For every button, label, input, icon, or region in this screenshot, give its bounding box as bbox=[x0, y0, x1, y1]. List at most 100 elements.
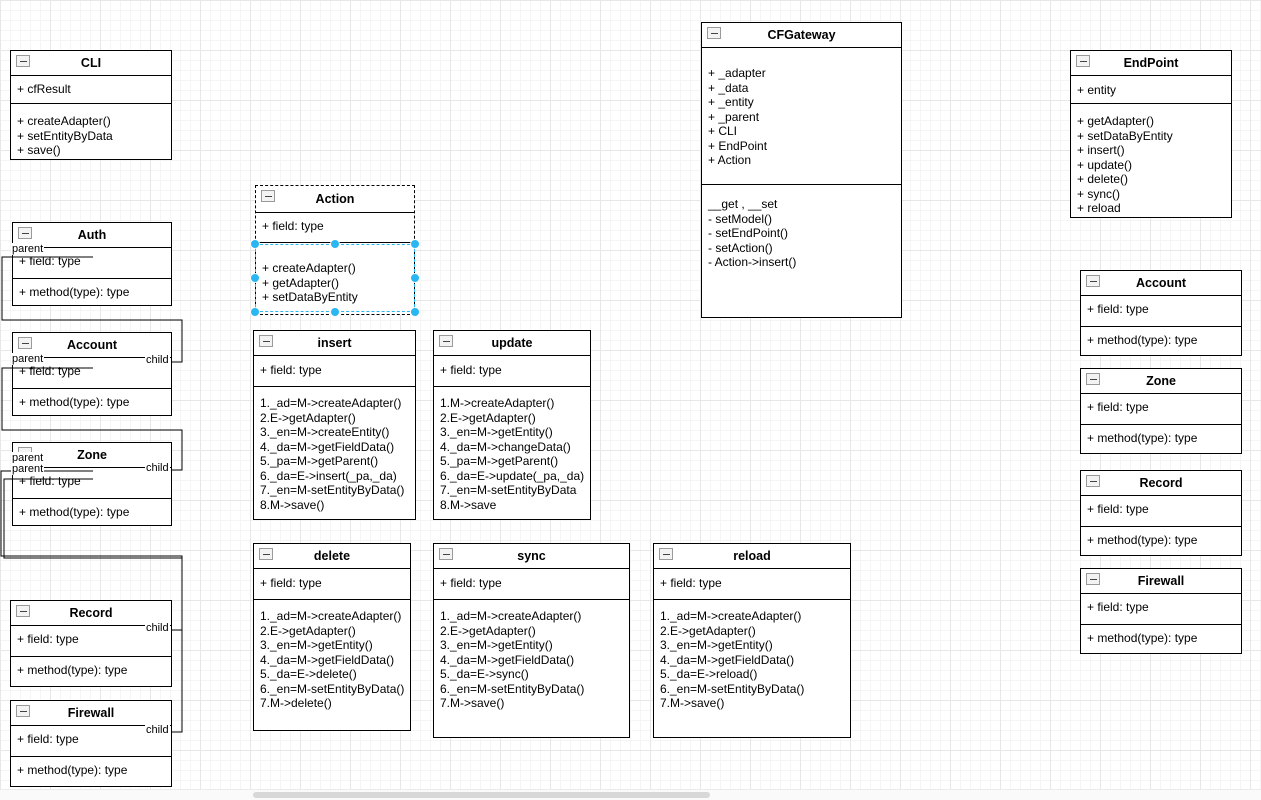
uml-member[interactable]: 6._da=E->update(_pa,_da) bbox=[440, 468, 585, 483]
uml-member[interactable]: + field: type bbox=[1087, 600, 1149, 614]
uml-class-header[interactable]: reload bbox=[654, 544, 850, 568]
uml-member[interactable]: 5._da=E->reload() bbox=[660, 667, 758, 681]
uml-methods-compartment[interactable]: + method(type): type bbox=[1081, 326, 1241, 355]
uml-member[interactable]: + method(type): type bbox=[19, 505, 130, 519]
uml-member[interactable]: + _adapter bbox=[708, 66, 766, 80]
uml-member[interactable]: 8.M->save() bbox=[260, 497, 325, 512]
uml-class-header[interactable]: EndPoint bbox=[1071, 51, 1231, 75]
selection-handle[interactable] bbox=[250, 239, 260, 249]
uml-class-header[interactable]: CLI bbox=[11, 51, 171, 75]
uml-member[interactable]: + update() bbox=[1077, 157, 1133, 172]
selection-handle[interactable] bbox=[330, 239, 340, 249]
uml-class-header[interactable]: delete bbox=[254, 544, 410, 568]
uml-member[interactable]: + method(type): type bbox=[17, 763, 128, 777]
collapse-minus-icon[interactable] bbox=[1086, 373, 1100, 385]
uml-member[interactable]: 1._ad=M->createAdapter() bbox=[660, 609, 802, 623]
uml-fields-compartment[interactable]: + _adapter+ _data+ _entity+ _parent+ CLI… bbox=[702, 47, 901, 184]
uml-member[interactable]: 6._da=E->insert(_pa,_da) bbox=[260, 468, 397, 483]
uml-fields-compartment[interactable]: + field: type bbox=[254, 568, 410, 599]
uml-member[interactable]: + createAdapter() bbox=[17, 114, 111, 128]
class-action[interactable]: Action + field: type + createAdapter()+ … bbox=[255, 185, 415, 315]
uml-fields-compartment[interactable]: + field: type bbox=[1081, 393, 1241, 424]
uml-methods-compartment[interactable]: 1._ad=M->createAdapter()2.E->getAdapter(… bbox=[254, 386, 415, 519]
selection-handle[interactable] bbox=[410, 273, 420, 283]
uml-methods-compartment[interactable]: 1.M->createAdapter()2.E->getAdapter()3._… bbox=[434, 386, 590, 519]
uml-class-header[interactable]: Zone bbox=[1081, 369, 1241, 393]
edge-label-parent[interactable]: parent bbox=[11, 243, 45, 255]
uml-member[interactable]: 1._ad=M->createAdapter() bbox=[260, 609, 402, 623]
collapse-minus-icon[interactable] bbox=[16, 605, 30, 617]
uml-methods-compartment[interactable]: + method(type): type bbox=[13, 498, 171, 525]
collapse-minus-icon[interactable] bbox=[1086, 573, 1100, 585]
uml-member[interactable]: + insert() bbox=[1077, 143, 1125, 157]
collapse-minus-icon[interactable] bbox=[16, 705, 30, 717]
uml-methods-compartment[interactable]: __get , __set- setModel()- setEndPoint()… bbox=[702, 184, 901, 317]
uml-member[interactable]: + setEntityByData bbox=[17, 128, 113, 143]
uml-member[interactable]: 3._en=M->createEntity() bbox=[260, 425, 390, 439]
class-account-left[interactable]: Account + field: type + method(type): ty… bbox=[12, 332, 172, 416]
uml-member[interactable]: + field: type bbox=[19, 474, 81, 488]
uml-fields-compartment[interactable]: + field: type bbox=[254, 355, 415, 386]
uml-member[interactable]: 5._pa=M->getParent() bbox=[440, 454, 559, 468]
uml-member[interactable]: 6._en=M-setEntityByData() bbox=[440, 681, 585, 696]
uml-member[interactable]: 5._da=E->delete() bbox=[260, 667, 357, 681]
uml-member[interactable]: + setDataByEntity bbox=[1077, 128, 1173, 143]
collapse-minus-icon[interactable] bbox=[707, 27, 721, 39]
uml-member[interactable]: - setModel() bbox=[708, 211, 773, 226]
uml-member[interactable]: 1._ad=M->createAdapter() bbox=[260, 396, 402, 410]
class-sync[interactable]: sync + field: type 1._ad=M->createAdapte… bbox=[433, 543, 630, 738]
uml-member[interactable]: + method(type): type bbox=[19, 285, 130, 299]
selection-handle[interactable] bbox=[250, 273, 260, 283]
selection-handle[interactable] bbox=[410, 239, 420, 249]
class-zone-right[interactable]: Zone + field: type + method(type): type bbox=[1080, 368, 1242, 454]
uml-member[interactable]: + field: type bbox=[17, 632, 79, 646]
uml-member[interactable]: 3._en=M->getEntity() bbox=[660, 638, 773, 652]
uml-fields-compartment[interactable]: + field: type bbox=[1081, 295, 1241, 326]
class-delete[interactable]: delete + field: type 1._ad=M->createAdap… bbox=[253, 543, 411, 731]
uml-member[interactable]: 4._da=M->getFieldData() bbox=[260, 439, 395, 454]
class-account-right[interactable]: Account + field: type + method(type): ty… bbox=[1080, 270, 1242, 356]
uml-member[interactable]: 2.E->getAdapter() bbox=[260, 410, 356, 425]
uml-member[interactable]: + method(type): type bbox=[1087, 333, 1198, 347]
edge-label-parent[interactable]: parent bbox=[11, 353, 45, 365]
uml-fields-compartment[interactable]: + field: type bbox=[654, 568, 850, 599]
uml-methods-compartment[interactable]: + method(type): type bbox=[11, 756, 171, 786]
uml-member[interactable]: 2.E->getAdapter() bbox=[260, 623, 356, 638]
class-record-left[interactable]: Record + field: type + method(type): typ… bbox=[10, 600, 172, 687]
uml-methods-compartment[interactable]: + method(type): type bbox=[1081, 526, 1241, 555]
uml-fields-compartment[interactable]: + field: type bbox=[434, 568, 629, 599]
uml-class-header[interactable]: Firewall bbox=[1081, 569, 1241, 593]
uml-member[interactable]: + _data bbox=[708, 80, 749, 95]
uml-member[interactable]: 3._en=M->getEntity() bbox=[440, 425, 553, 439]
class-firewall-right[interactable]: Firewall + field: type + method(type): t… bbox=[1080, 568, 1242, 654]
uml-class-header[interactable]: sync bbox=[434, 544, 629, 568]
uml-member[interactable]: + field: type bbox=[19, 364, 81, 378]
uml-class-header[interactable]: Account bbox=[1081, 271, 1241, 295]
uml-member[interactable]: + field: type bbox=[19, 254, 81, 268]
uml-member[interactable]: + method(type): type bbox=[1087, 631, 1198, 645]
uml-methods-compartment[interactable]: + method(type): type bbox=[13, 278, 171, 305]
uml-member[interactable]: + delete() bbox=[1077, 172, 1129, 186]
uml-member[interactable]: 7.M->delete() bbox=[260, 696, 332, 710]
uml-methods-compartment[interactable]: + method(type): type bbox=[1081, 624, 1241, 653]
uml-member[interactable]: + field: type bbox=[1087, 400, 1149, 414]
uml-member[interactable]: + field: type bbox=[1087, 502, 1149, 516]
uml-member[interactable]: + field: type bbox=[262, 219, 324, 233]
uml-member[interactable]: + cfResult bbox=[17, 82, 71, 96]
uml-methods-compartment[interactable]: 1._ad=M->createAdapter()2.E->getAdapter(… bbox=[254, 599, 410, 730]
uml-member[interactable]: + entity bbox=[1077, 83, 1117, 97]
uml-member[interactable]: 7.M->save() bbox=[660, 696, 725, 710]
uml-member[interactable]: + save() bbox=[17, 143, 61, 157]
uml-member[interactable]: + CLI bbox=[708, 124, 738, 138]
uml-member[interactable]: 7._en=M-setEntityByData bbox=[440, 483, 577, 497]
selection-handle[interactable] bbox=[250, 307, 260, 317]
uml-member[interactable]: + method(type): type bbox=[17, 663, 128, 677]
collapse-minus-icon[interactable] bbox=[259, 335, 273, 347]
edge-label-child[interactable]: child bbox=[145, 462, 170, 474]
uml-member[interactable]: 2.E->getAdapter() bbox=[440, 410, 536, 425]
uml-member[interactable]: + reload bbox=[1077, 201, 1121, 215]
collapse-minus-icon[interactable] bbox=[439, 335, 453, 347]
uml-member[interactable]: - setAction() bbox=[708, 240, 773, 255]
uml-class-header[interactable]: Auth bbox=[13, 223, 171, 247]
